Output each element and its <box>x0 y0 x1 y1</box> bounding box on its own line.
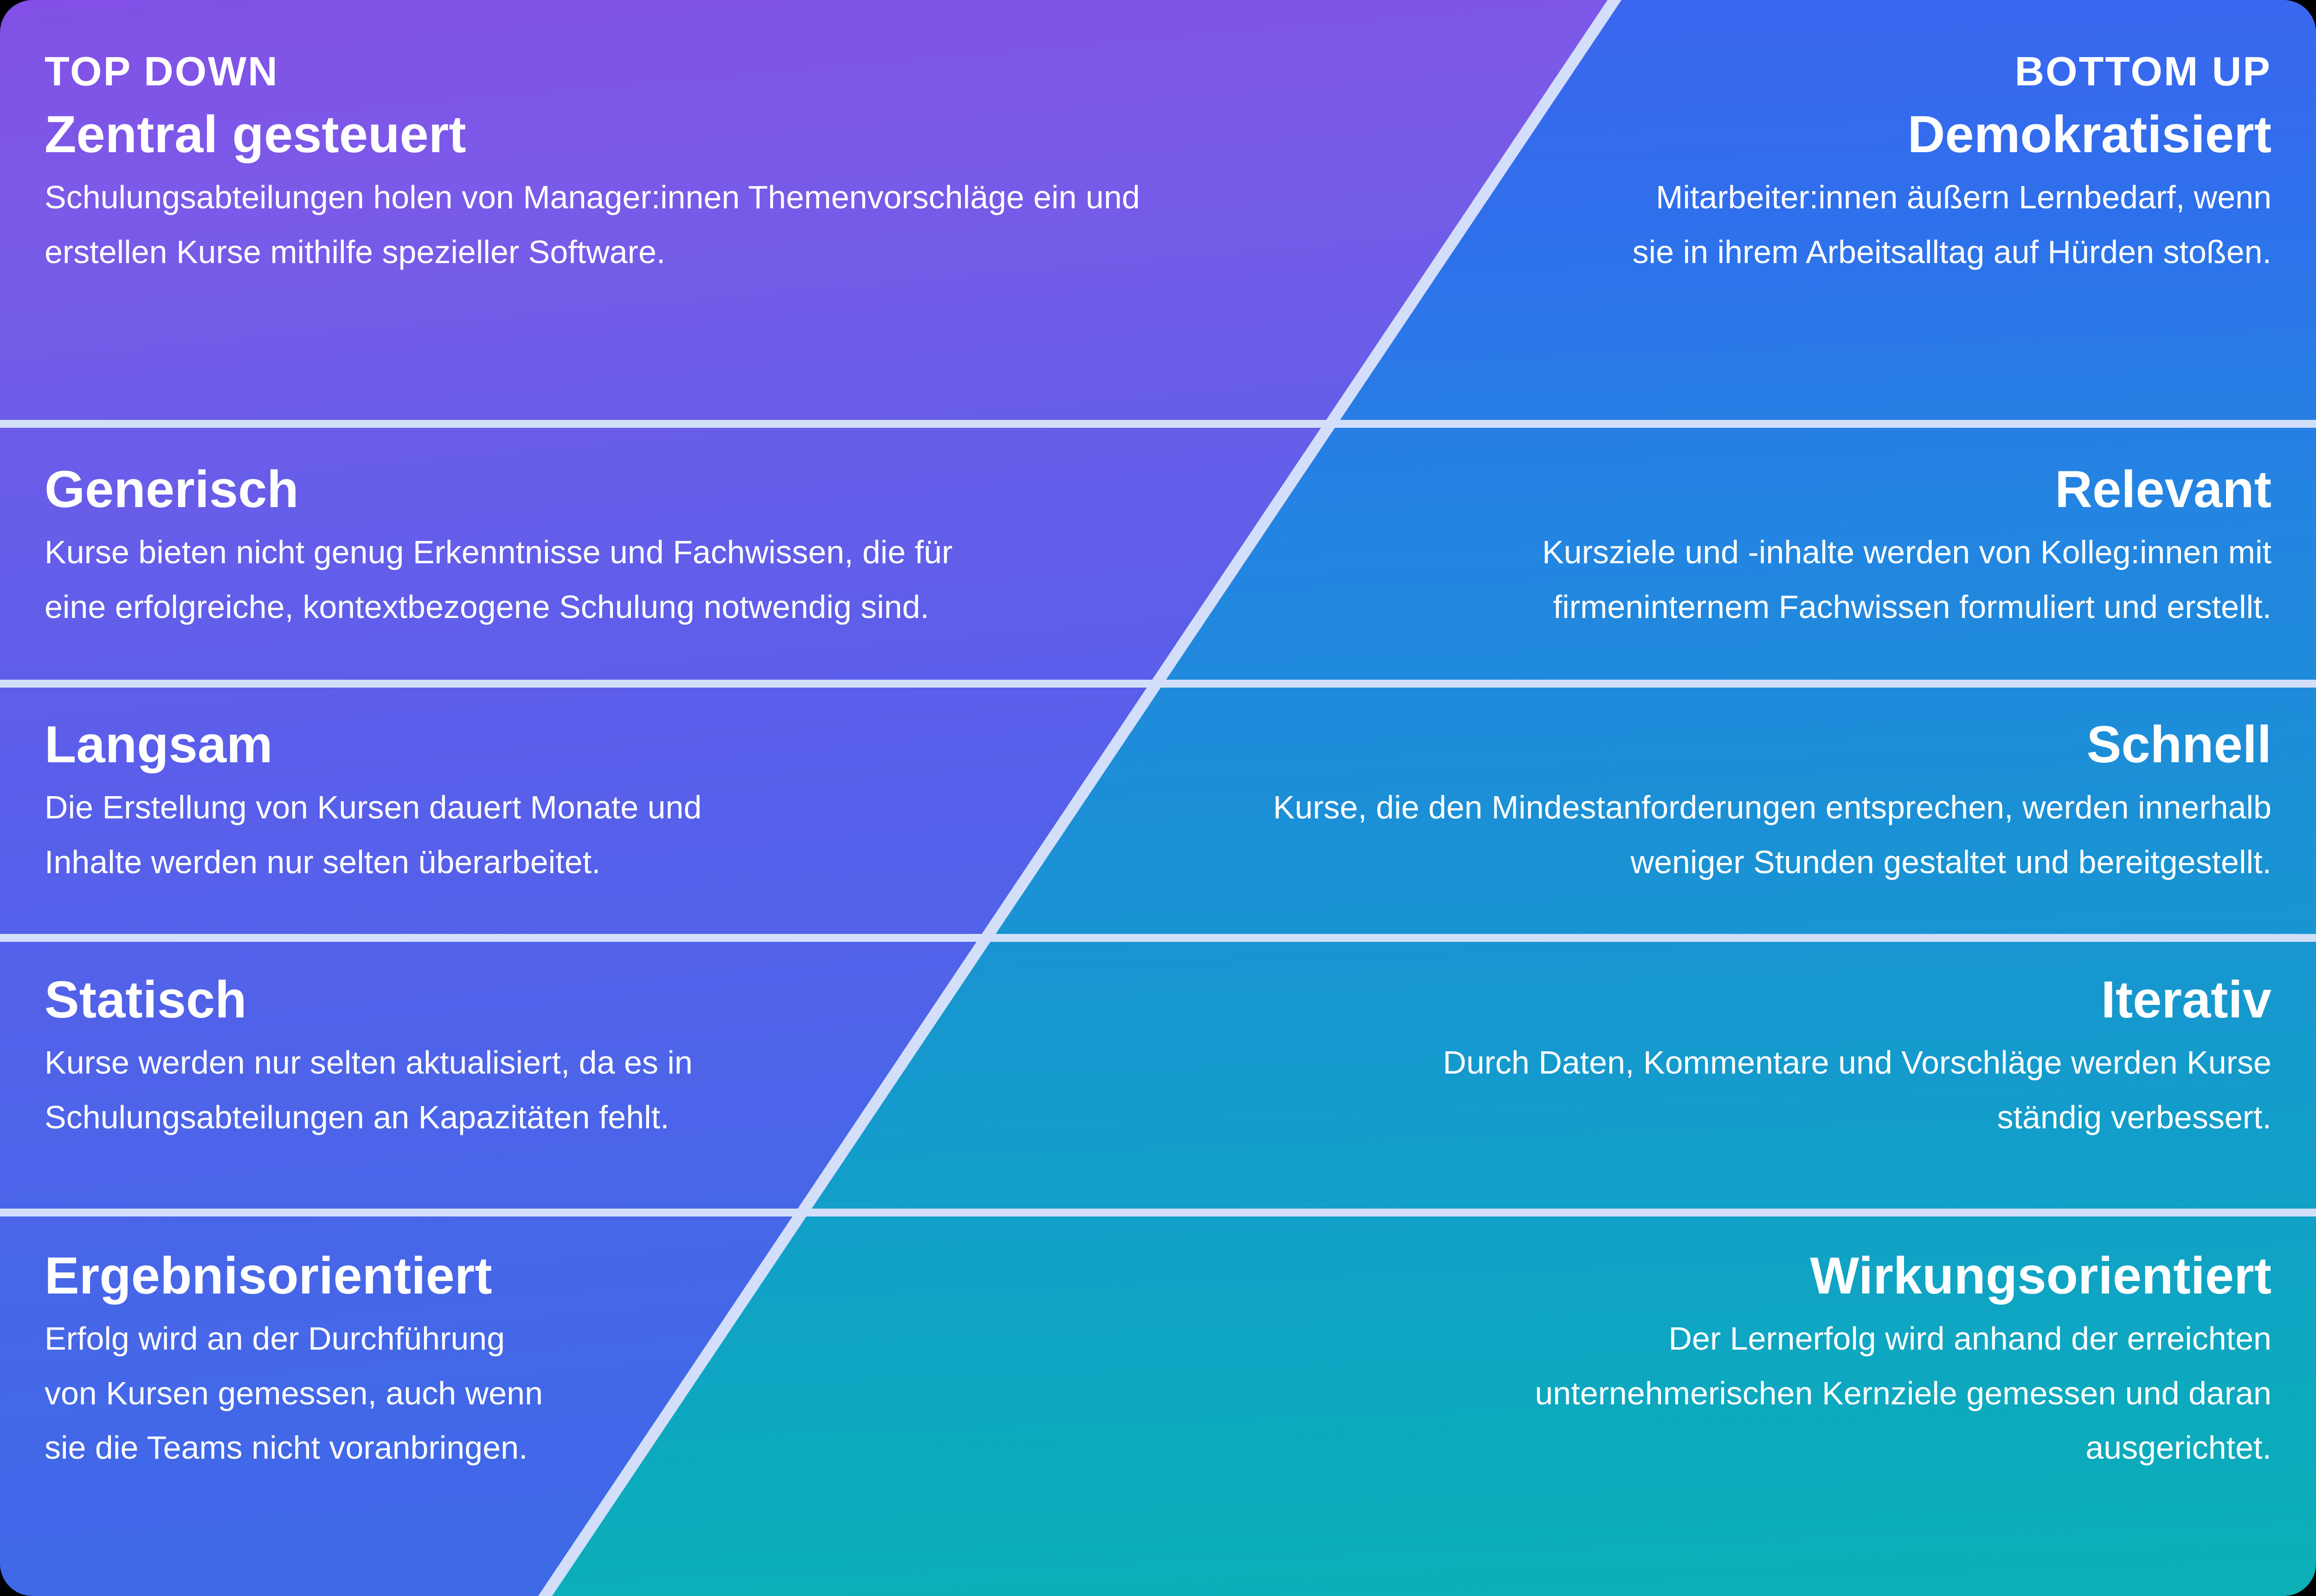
top-down-entry-description: Erfolg wird an der Durchführung von Kurse… <box>45 1312 1113 1475</box>
bottom-up-entry-title: Relevant <box>2055 460 2271 518</box>
top-down-entry-description: Schulungsabteilungen holen von Manager:i… <box>45 170 1140 279</box>
bottom-up-entry-title: Schnell <box>2086 715 2271 773</box>
bottom-up-entry-description: Durch Daten, Kommentare und Vorschläge w… <box>1203 1036 2271 1145</box>
description-line: unternehmerischen Kernziele gemessen und… <box>1535 1375 2271 1411</box>
bottom-up-label: BOTTOM UP <box>2014 48 2271 94</box>
top-down-entry-description: Kurse bieten nicht genug Erkenntnisse un… <box>45 525 1113 634</box>
bottom-up-header-cell: BOTTOM UP <box>1158 51 2316 92</box>
description-line: Kursziele und -inhalte werden von Kolleg… <box>1542 534 2271 570</box>
top-down-entry-title: Statisch <box>45 971 247 1029</box>
description-line: Durch Daten, Kommentare und Vorschläge w… <box>1443 1044 2271 1081</box>
description-line: Kurse, die den Mindestanforderungen ents… <box>1273 789 2271 825</box>
bottom-up-entry-title: Demokratisiert <box>1907 105 2271 163</box>
description-line: ausgerichtet. <box>2085 1429 2271 1466</box>
top-down-entry-title: Langsam <box>45 715 273 773</box>
top-down-entry-description: Die Erstellung von Kursen dauert Monate … <box>45 780 1113 889</box>
bottom-up-entry-description: Kurse, die den Mindestanforderungen ents… <box>1203 780 2271 889</box>
top-down-entry-title: Zentral gesteuert <box>45 105 466 163</box>
description-line: eine erfolgreiche, kontextbezogene Schul… <box>45 588 929 625</box>
bottom-up-entry-title: Wirkungsorientiert <box>1810 1247 2271 1305</box>
description-line: Erfolg wird an der Durchführung <box>45 1320 505 1357</box>
description-line: sie in ihrem Arbeitsalltag auf Hürden st… <box>1632 233 2271 270</box>
description-line: erstellen Kurse mithilfe spezieller Soft… <box>45 233 666 270</box>
bottom-up-entry-title: Iterativ <box>2101 971 2271 1029</box>
description-line: Mitarbeiter:innen äußern Lernbedarf, wen… <box>1656 179 2271 215</box>
description-line: sie die Teams nicht voranbringen. <box>45 1429 528 1466</box>
top-down-entry-description: Kurse werden nur selten aktualisiert, da… <box>45 1036 1113 1145</box>
description-line: Kurse bieten nicht genug Erkenntnisse un… <box>45 534 953 570</box>
top-down-label: TOP DOWN <box>45 48 279 94</box>
description-line: Schulungsabteilungen an Kapazitäten fehl… <box>45 1099 669 1135</box>
description-line: weniger Stunden gestaltet und bereitgest… <box>1630 843 2271 880</box>
description-line: ständig verbessert. <box>1997 1099 2271 1135</box>
top-down-entry-title: Generisch <box>45 460 299 518</box>
bottom-up-entry-description: Mitarbeiter:innen äußern Lernbedarf, wen… <box>1229 170 2271 279</box>
header-row: TOP DOWN BOTTOM UP <box>0 51 2316 92</box>
top-down-entry-title: Ergebnisorientiert <box>45 1247 492 1305</box>
description-line: Der Lernerfolg wird anhand der erreichte… <box>1668 1320 2271 1357</box>
description-line: Inhalte werden nur selten überarbeitet. <box>45 843 601 880</box>
bottom-up-entry-description: Kursziele und -inhalte werden von Kolleg… <box>1203 525 2271 634</box>
description-line: von Kursen gemessen, auch wenn <box>45 1375 543 1411</box>
description-line: Die Erstellung von Kursen dauert Monate … <box>45 789 702 825</box>
description-line: Schulungsabteilungen holen von Manager:i… <box>45 179 1140 215</box>
description-line: firmeninternem Fachwissen formuliert und… <box>1553 588 2271 625</box>
top-down-header-cell: TOP DOWN <box>0 51 1158 92</box>
description-line: Kurse werden nur selten aktualisiert, da… <box>45 1044 693 1081</box>
bottom-up-entry-description: Der Lernerfolg wird anhand der erreichte… <box>1203 1312 2271 1475</box>
